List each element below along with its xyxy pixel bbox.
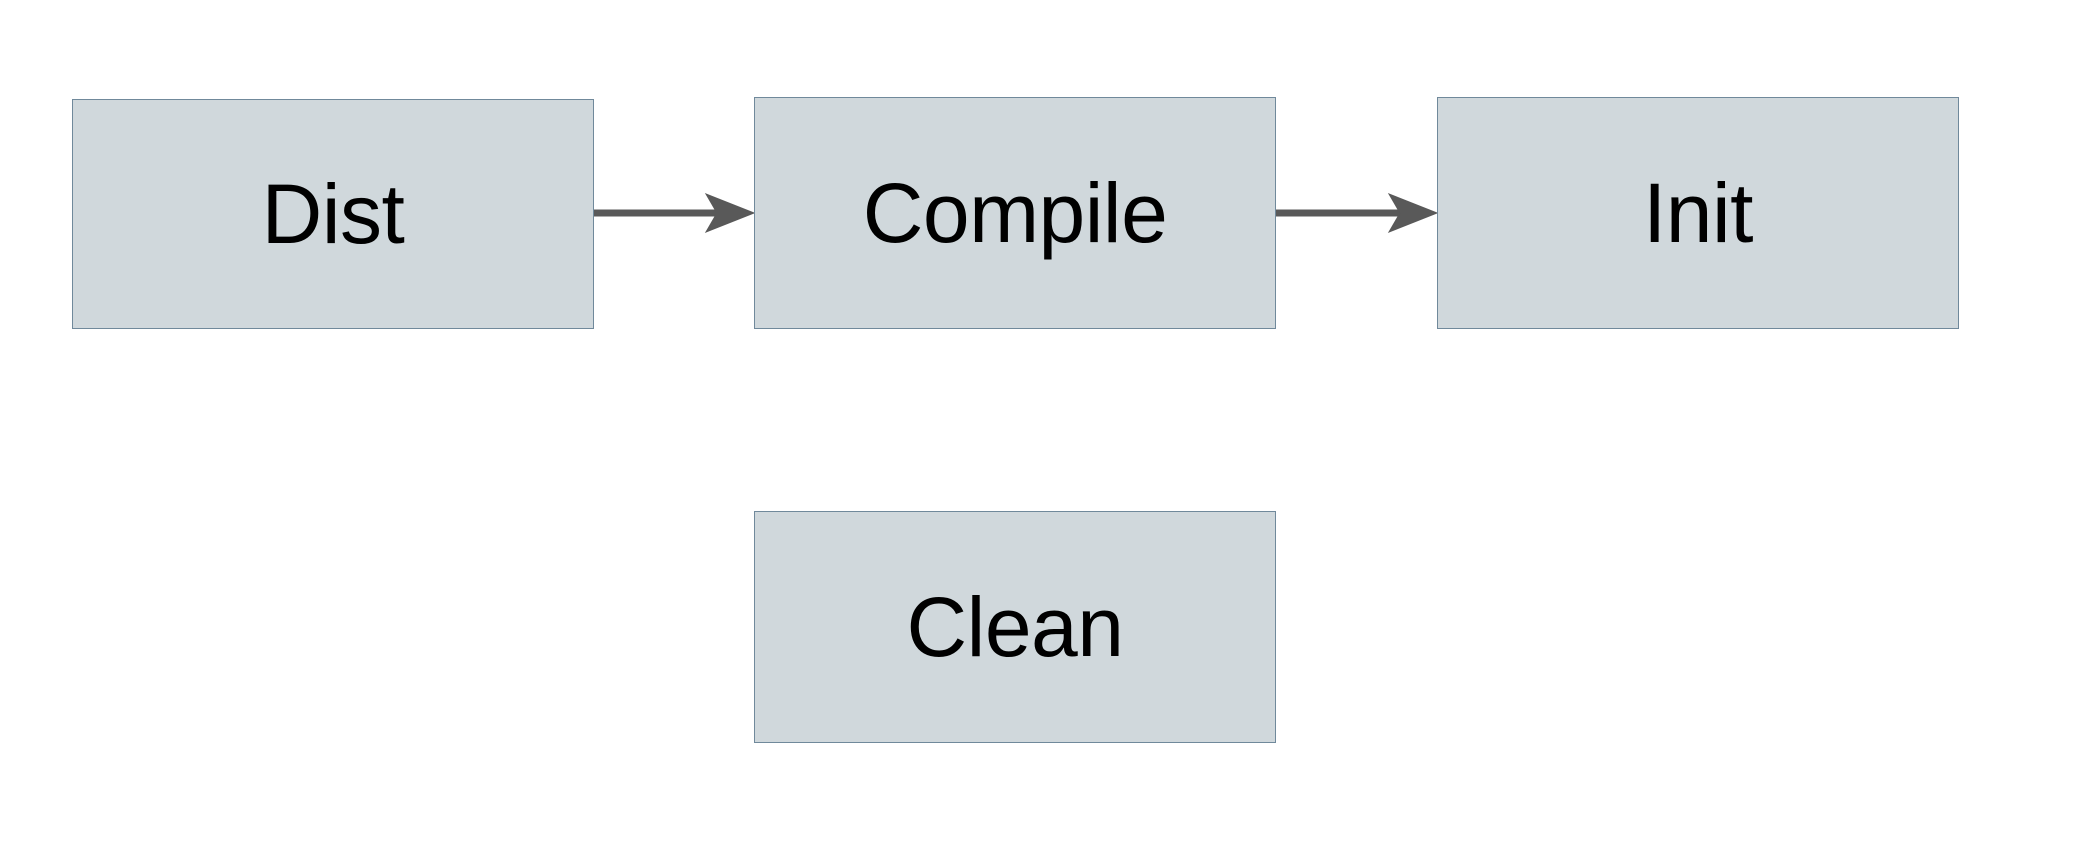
arrowhead-icon bbox=[704, 193, 756, 233]
node-dist[interactable]: Dist bbox=[72, 99, 594, 329]
node-clean[interactable]: Clean bbox=[754, 511, 1276, 743]
node-init[interactable]: Init bbox=[1437, 97, 1959, 329]
arrowhead-icon bbox=[1387, 193, 1439, 233]
node-compile[interactable]: Compile bbox=[754, 97, 1276, 329]
node-init-label: Init bbox=[1642, 166, 1754, 260]
node-dist-label: Dist bbox=[261, 167, 405, 261]
node-compile-label: Compile bbox=[862, 166, 1168, 260]
node-clean-label: Clean bbox=[906, 580, 1124, 674]
